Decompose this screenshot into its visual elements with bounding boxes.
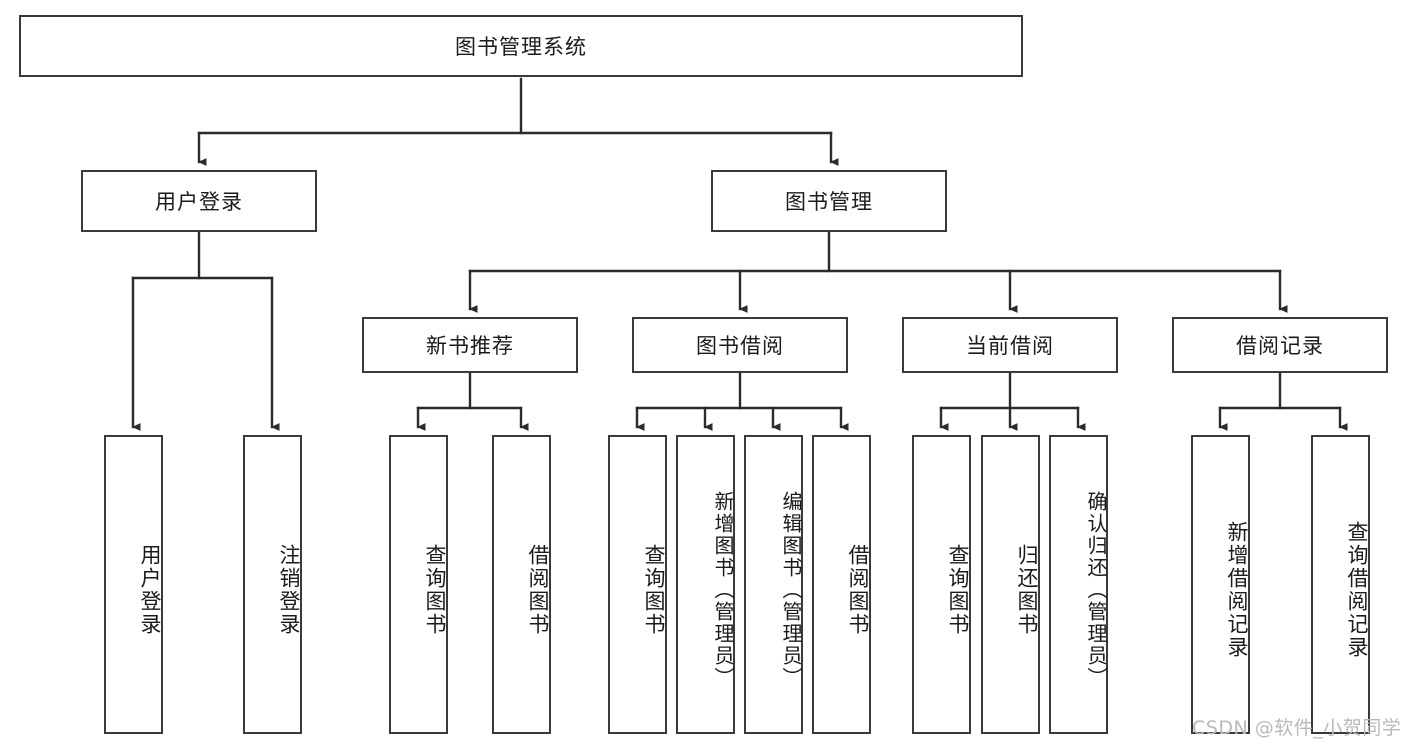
node-leaf-logout[interactable]: 注销登录: [243, 435, 302, 734]
node-leaf-borrow-book-2-label: 借阅图书: [846, 543, 869, 636]
node-leaf-query-book-2[interactable]: 查询图书: [608, 435, 667, 734]
node-leaf-query-book-3-label: 查询图书: [946, 543, 969, 636]
node-leaf-query-book-2-label: 查询图书: [642, 543, 665, 636]
node-leaf-query-record-label: 查询借阅记录: [1345, 520, 1368, 659]
node-leaf-add-book[interactable]: 新增图书（管理员）: [676, 435, 735, 734]
node-leaf-borrow-book-1[interactable]: 借阅图书: [492, 435, 551, 734]
node-new-book-recommend-label: 新书推荐: [426, 335, 514, 358]
node-leaf-user-login[interactable]: 用户登录: [104, 435, 163, 734]
node-leaf-query-record[interactable]: 查询借阅记录: [1311, 435, 1370, 734]
node-leaf-query-book-1-label: 查询图书: [423, 543, 446, 636]
node-root[interactable]: 图书管理系统: [19, 15, 1023, 77]
node-leaf-user-login-label: 用户登录: [138, 543, 161, 636]
node-root-label: 图书管理系统: [455, 36, 587, 59]
node-book-borrow-label: 图书借阅: [696, 335, 784, 358]
node-leaf-add-book-label: 新增图书（管理员）: [711, 490, 733, 689]
node-leaf-borrow-book-2[interactable]: 借阅图书: [812, 435, 871, 734]
node-leaf-edit-book-label: 编辑图书（管理员）: [779, 490, 801, 689]
node-leaf-add-record-label: 新增借阅记录: [1225, 520, 1248, 659]
csdn-watermark: CSDN @软件_小贺同学: [1192, 717, 1402, 739]
node-leaf-edit-book[interactable]: 编辑图书（管理员）: [744, 435, 803, 734]
node-leaf-logout-label: 注销登录: [277, 543, 300, 636]
node-leaf-query-book-1[interactable]: 查询图书: [389, 435, 448, 734]
node-new-book-recommend[interactable]: 新书推荐: [362, 317, 578, 373]
node-leaf-add-record[interactable]: 新增借阅记录: [1191, 435, 1250, 734]
node-leaf-borrow-book-1-label: 借阅图书: [526, 543, 549, 636]
node-current-borrow-label: 当前借阅: [966, 335, 1054, 358]
node-leaf-confirm-return-label: 确认归还（管理员）: [1084, 490, 1106, 689]
node-book-management-label: 图书管理: [785, 191, 873, 214]
node-leaf-return-book[interactable]: 归还图书: [981, 435, 1040, 734]
node-leaf-return-book-label: 归还图书: [1015, 543, 1038, 636]
node-current-borrow[interactable]: 当前借阅: [902, 317, 1118, 373]
node-user-login[interactable]: 用户登录: [81, 170, 317, 232]
node-book-management[interactable]: 图书管理: [711, 170, 947, 232]
node-borrow-record-label: 借阅记录: [1236, 335, 1324, 358]
node-user-login-label: 用户登录: [155, 191, 243, 214]
node-book-borrow[interactable]: 图书借阅: [632, 317, 848, 373]
node-borrow-record[interactable]: 借阅记录: [1172, 317, 1388, 373]
node-leaf-confirm-return[interactable]: 确认归还（管理员）: [1049, 435, 1108, 734]
node-leaf-query-book-3[interactable]: 查询图书: [912, 435, 971, 734]
